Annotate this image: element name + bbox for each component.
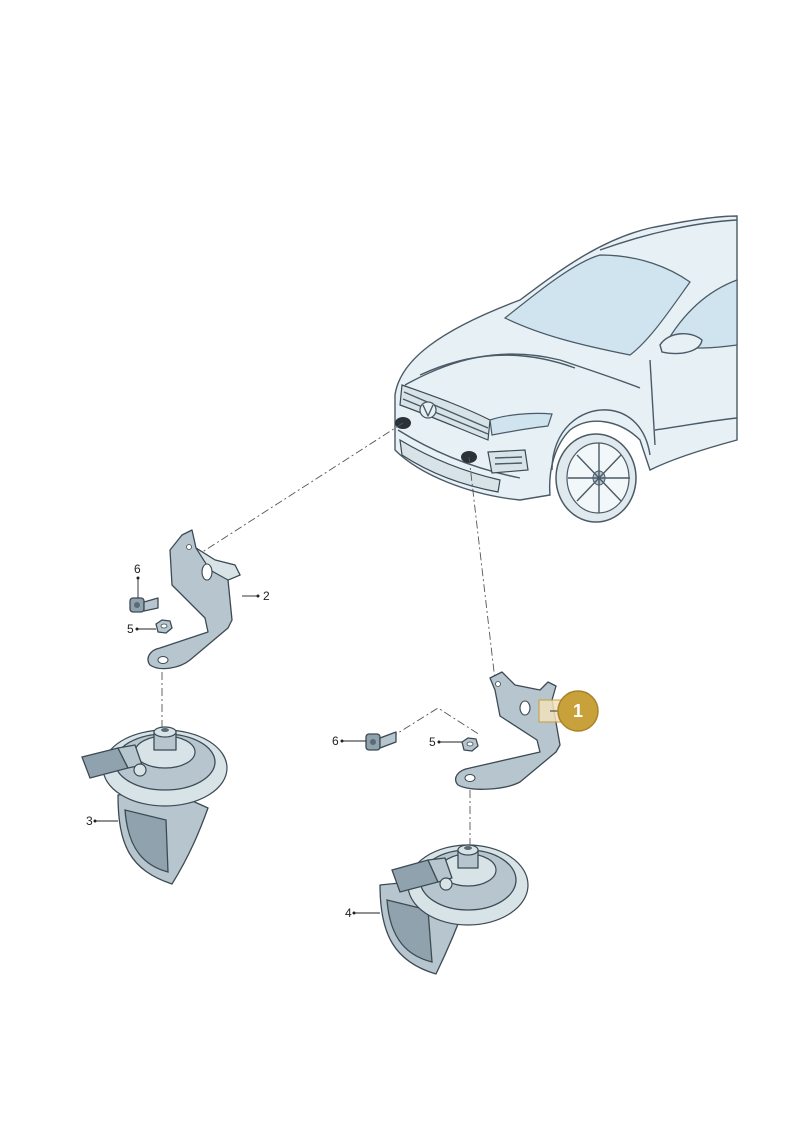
bracket-right (455, 671, 561, 790)
label-part-3: 3 (86, 814, 93, 828)
callout-number: 1 (573, 701, 583, 721)
label-part-2: 2 (263, 589, 270, 603)
part-labels: 2 6 5 3 6 5 4 (86, 562, 462, 920)
label-part-4: 4 (345, 906, 352, 920)
label-part-5-right: 5 (429, 735, 436, 749)
vehicle-illustration (394, 215, 738, 523)
label-part-6-right: 6 (332, 734, 339, 748)
label-part-6-left: 6 (134, 562, 141, 576)
callout-badge (557, 690, 599, 732)
nut-left (155, 619, 173, 634)
horn-right (379, 844, 529, 975)
horn-left (81, 726, 228, 885)
bracket-left (147, 529, 241, 670)
label-part-5-left: 5 (127, 622, 134, 636)
nut-right (461, 737, 479, 752)
callout-1: 1 (538, 690, 599, 732)
screw-right (365, 731, 397, 751)
screw-left (129, 597, 159, 613)
assembly-guide-lines (161, 422, 496, 850)
